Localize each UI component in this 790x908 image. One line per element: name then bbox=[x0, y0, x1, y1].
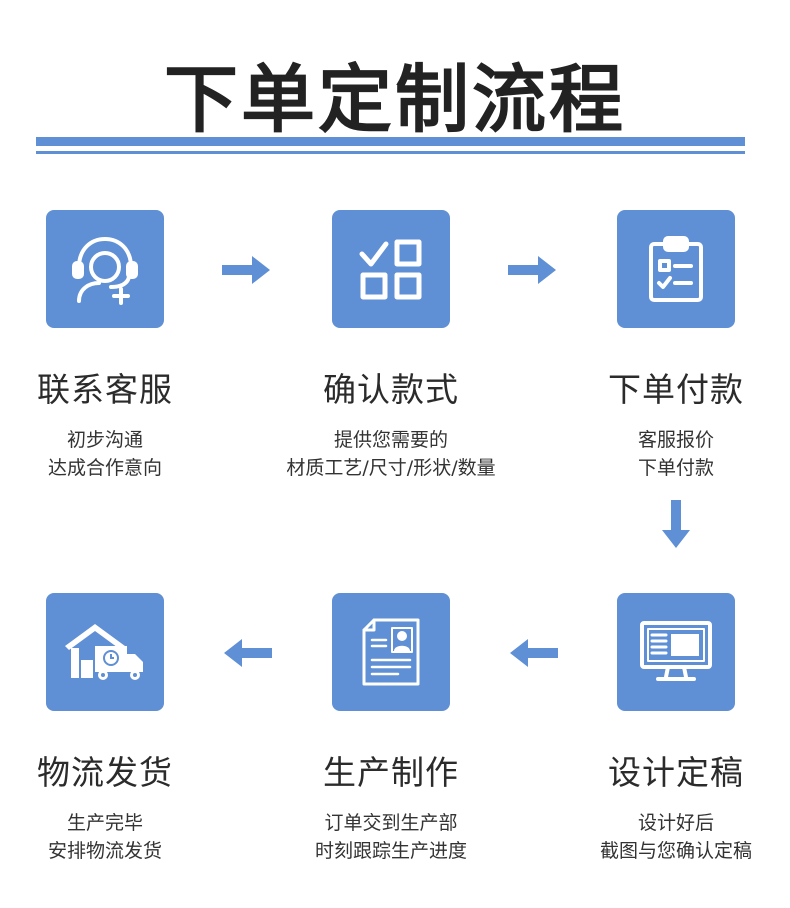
arrow-right-icon bbox=[508, 256, 556, 284]
step-shipping: 物流发货 生产完毕 安排物流发货 bbox=[0, 593, 225, 865]
page-title: 下单定制流程 bbox=[164, 57, 626, 143]
step-desc-line: 截图与您确认定稿 bbox=[599, 840, 752, 862]
step-contact-service: 联系客服 初步沟通 达成合作意向 bbox=[0, 210, 225, 482]
step-desc-line: 材质工艺/尺寸/形状/数量 bbox=[286, 457, 496, 479]
step-title: 下单付款 bbox=[608, 370, 744, 409]
customer-service-icon bbox=[46, 210, 164, 328]
step-description: 设计好后 截图与您确认定稿 bbox=[556, 809, 790, 865]
resume-document-icon bbox=[332, 593, 450, 711]
warehouse-truck-icon bbox=[46, 593, 164, 711]
step-title: 联系客服 bbox=[37, 370, 173, 409]
step-desc-line: 下单付款 bbox=[637, 457, 714, 479]
step-desc-line: 时刻跟踪生产进度 bbox=[314, 840, 467, 862]
title-underline-thick bbox=[36, 137, 745, 146]
step-description: 客服报价 下单付款 bbox=[556, 426, 790, 482]
step-order-payment: 下单付款 客服报价 下单付款 bbox=[556, 210, 790, 482]
step-desc-line: 订单交到生产部 bbox=[324, 812, 458, 834]
step-title: 设计定稿 bbox=[608, 753, 744, 792]
title-underline-thin bbox=[36, 151, 745, 154]
step-description: 初步沟通 达成合作意向 bbox=[0, 426, 225, 482]
step-desc-line: 生产完毕 bbox=[66, 812, 143, 834]
arrow-down-icon bbox=[662, 500, 690, 548]
select-style-icon bbox=[332, 210, 450, 328]
step-desc-line: 达成合作意向 bbox=[47, 457, 162, 479]
step-confirm-style: 确认款式 提供您需要的 材质工艺/尺寸/形状/数量 bbox=[271, 210, 511, 482]
step-description: 订单交到生产部 时刻跟踪生产进度 bbox=[271, 809, 511, 865]
step-desc-line: 安排物流发货 bbox=[47, 840, 162, 862]
step-production: 生产制作 订单交到生产部 时刻跟踪生产进度 bbox=[271, 593, 511, 865]
arrow-right-icon bbox=[222, 256, 270, 284]
computer-design-icon bbox=[617, 593, 735, 711]
step-title: 生产制作 bbox=[323, 753, 459, 792]
step-title: 确认款式 bbox=[323, 370, 459, 409]
clipboard-checklist-icon bbox=[617, 210, 735, 328]
step-desc-line: 初步沟通 bbox=[66, 429, 143, 451]
arrow-left-icon bbox=[224, 639, 272, 667]
step-desc-line: 设计好后 bbox=[637, 812, 714, 834]
step-description: 生产完毕 安排物流发货 bbox=[0, 809, 225, 865]
step-desc-line: 客服报价 bbox=[637, 429, 714, 451]
arrow-left-icon bbox=[510, 639, 558, 667]
step-title: 物流发货 bbox=[37, 753, 173, 792]
step-desc-line: 提供您需要的 bbox=[333, 429, 448, 451]
step-design-finalize: 设计定稿 设计好后 截图与您确认定稿 bbox=[556, 593, 790, 865]
step-description: 提供您需要的 材质工艺/尺寸/形状/数量 bbox=[271, 426, 511, 482]
